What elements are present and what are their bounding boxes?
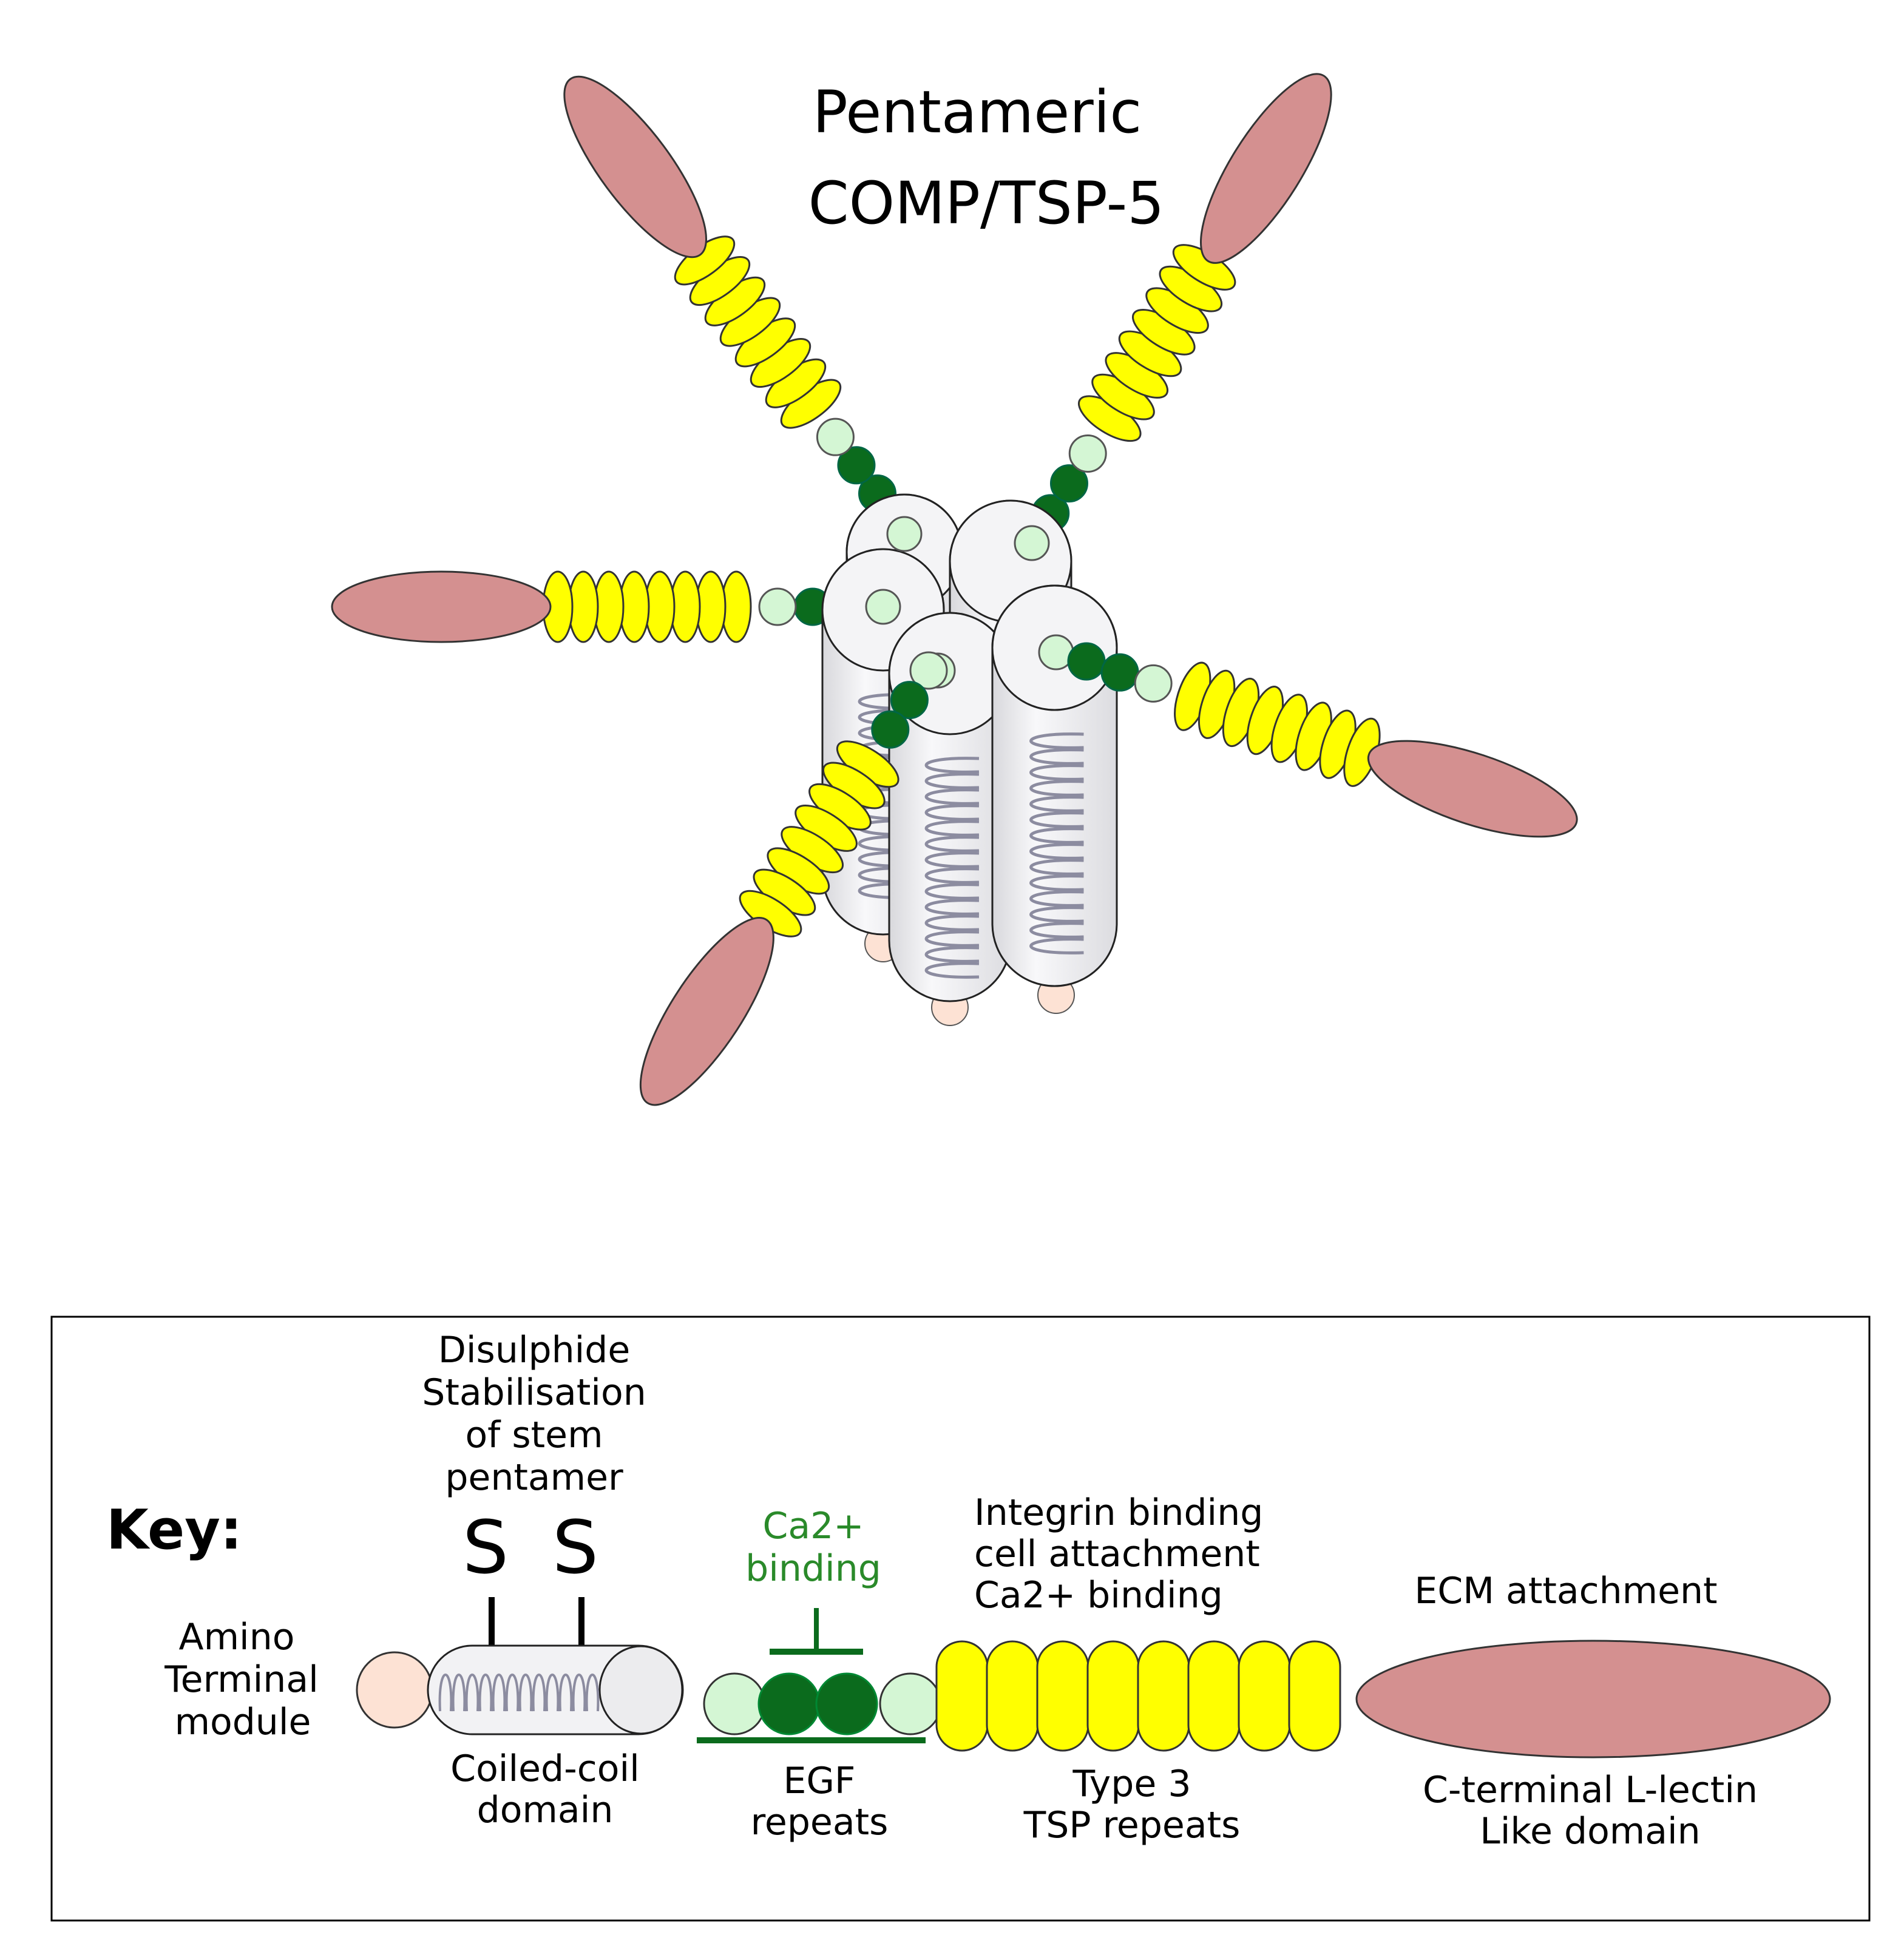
lectin-domain [639,917,774,1106]
key-border [50,1316,1871,1922]
lectin-domain [1367,740,1578,838]
amino-label-1: Amino [179,1616,295,1658]
key-legend: Key: Amino Terminal module Disulphide St… [50,1316,1871,1922]
amino-terminal-module [356,1651,433,1729]
key-tsp-repeat-4 [1086,1640,1140,1752]
lectin-domain [563,75,708,258]
egf-bead-1 [909,651,948,690]
key-tsp-repeat-5 [1137,1640,1190,1752]
egf-bead-4 [758,587,797,626]
lectin-domain [331,570,552,643]
key-tsp-repeat-8 [1288,1640,1341,1752]
ecm-label: ECM attachment [1414,1570,1717,1612]
cylinder-top-egf-2 [1014,525,1050,561]
coiled-coil-label-1: Coiled-coil [450,1748,640,1790]
egf-bead-3 [871,710,910,749]
egf-bead-3 [1134,664,1173,703]
arm-right [1067,642,1578,838]
ca-binding-label-1: Ca2+ [762,1505,864,1547]
disulphide-label-4: pentamer [445,1456,623,1499]
egf-repeats-key [697,1672,942,1743]
egf-bead-4 [1068,434,1107,473]
coil-helix [1029,732,1084,954]
cylinder-top-egf-1 [886,516,923,552]
cylinder-top-egf-3 [865,589,901,625]
key-tsp-repeat-3 [1036,1640,1089,1752]
egf-dark-2 [815,1672,878,1735]
lectin-label-2: Like domain [1480,1810,1700,1853]
egf-light-2 [879,1672,942,1735]
egf-bead-2 [890,681,929,720]
coiled-coil-key [427,1644,684,1735]
coiled-coil-label-2: domain [477,1789,614,1831]
amino-label-3: module [175,1701,311,1743]
sulphur-label-2: S [552,1506,598,1590]
lectin-domain [1200,73,1332,264]
egf-bead-3 [1049,464,1088,503]
arm-upper-left [563,75,918,541]
disulphide-label-1: Disulphide [438,1329,631,1371]
disulphide-label-3: of stem [465,1414,603,1456]
type3-label-2: TSP repeats [1023,1804,1241,1846]
type3-tsp-repeats-key [935,1640,1341,1752]
egf-dark-1 [757,1672,821,1735]
egf-bead-3 [837,446,876,485]
coiled-coil-helix [438,1674,600,1712]
egf-light-1 [703,1672,766,1735]
egf-label-2: repeats [751,1801,889,1843]
egf-bead-4 [816,417,855,456]
arm-lower-left [639,651,948,1106]
pentamer-structure [331,73,1578,1106]
coil-helix [924,757,980,979]
c-terminal-lectin-domain [1355,1640,1831,1758]
amino-label-2: Terminal [164,1658,319,1701]
type3-label-1: Type 3 [1072,1763,1191,1805]
egf-bead-2 [1100,653,1139,692]
diagram-title: Pentameric COMP/TSP-5 [808,78,1165,237]
title-line-2: COMP/TSP-5 [808,169,1165,237]
key-tsp-repeat-6 [1187,1640,1241,1752]
key-tsp-repeat-1 [935,1640,989,1752]
arm-left [331,570,903,643]
integrin-label-1: Integrin binding [974,1492,1263,1534]
integrin-label-3: Ca2+ binding [974,1574,1223,1617]
ca-binding-label-2: binding [745,1547,881,1590]
title-line-1: Pentameric [813,78,1142,146]
sulphur-label-1: S [462,1506,509,1590]
key-heading: Key: [106,1498,242,1562]
egf-label-1: EGF [784,1760,856,1802]
key-tsp-repeat-2 [986,1640,1039,1752]
disulphide-label-2: Stabilisation [422,1371,646,1414]
egf-bead-1 [1067,642,1106,681]
key-tsp-repeat-7 [1238,1640,1291,1752]
coiled-coil-end-cap [598,1645,683,1735]
lectin-label-1: C-terminal L-lectin [1423,1769,1758,1811]
integrin-label-2: cell attachment [974,1533,1260,1575]
